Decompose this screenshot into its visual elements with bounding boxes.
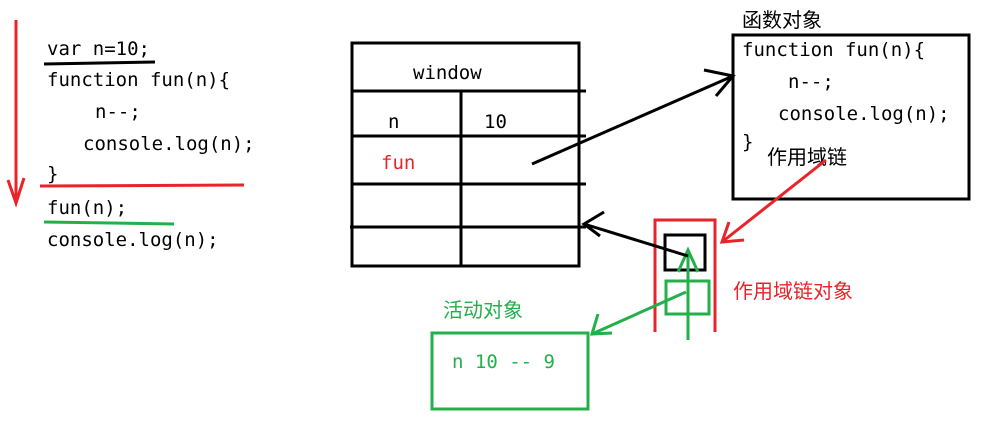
function-object-line-2: n--; xyxy=(788,71,834,93)
scope-chain-object-frame xyxy=(653,218,717,332)
window-table xyxy=(350,41,586,268)
code-underline-function-end xyxy=(39,183,245,188)
code-line-7: console.log(n); xyxy=(47,229,219,251)
scope-chain-upward-arrow xyxy=(676,246,700,340)
window-row-n-key: n xyxy=(388,111,399,133)
function-object-box xyxy=(731,33,971,201)
activation-object-box xyxy=(430,331,590,411)
scope-chain-arrow xyxy=(719,158,827,244)
code-line-4: console.log(n); xyxy=(83,133,255,155)
window-row-n-value: 10 xyxy=(484,111,507,133)
function-object-title: 函数对象 xyxy=(742,8,822,32)
fun-to-function-object-arrow xyxy=(531,68,736,166)
code-line-6: fun(n); xyxy=(47,197,127,219)
second-slot-to-activation-arrow xyxy=(589,290,687,336)
code-line-5: } xyxy=(47,163,58,185)
code-line-1: var n=10; xyxy=(47,38,150,60)
function-object-line-3: console.log(n); xyxy=(778,103,950,125)
scope-chain-first-slot xyxy=(663,233,707,272)
window-row-fun-key: fun xyxy=(381,152,415,174)
source-code-panel: var n=10; function fun(n){ n--; console.… xyxy=(6,20,255,251)
code-underline-fun-call xyxy=(43,220,175,226)
code-line-3: n--; xyxy=(95,101,141,123)
code-underline-var xyxy=(43,60,156,66)
execution-order-arrow-head xyxy=(6,177,26,208)
activation-object-content: n 10 -- 9 xyxy=(452,351,555,373)
scope-chain-to-window-arrow xyxy=(581,210,689,258)
function-object-line-1: function fun(n){ xyxy=(742,39,925,61)
scope-chain-object-label: 作用域链对象 xyxy=(733,279,853,303)
scope-chain-label: 作用域链 xyxy=(767,145,847,169)
activation-object-label: 活动对象 xyxy=(443,298,523,322)
function-object-line-4: } xyxy=(742,131,753,153)
code-line-2: function fun(n){ xyxy=(47,69,230,91)
window-table-border xyxy=(350,41,581,268)
window-table-header: window xyxy=(413,62,482,84)
